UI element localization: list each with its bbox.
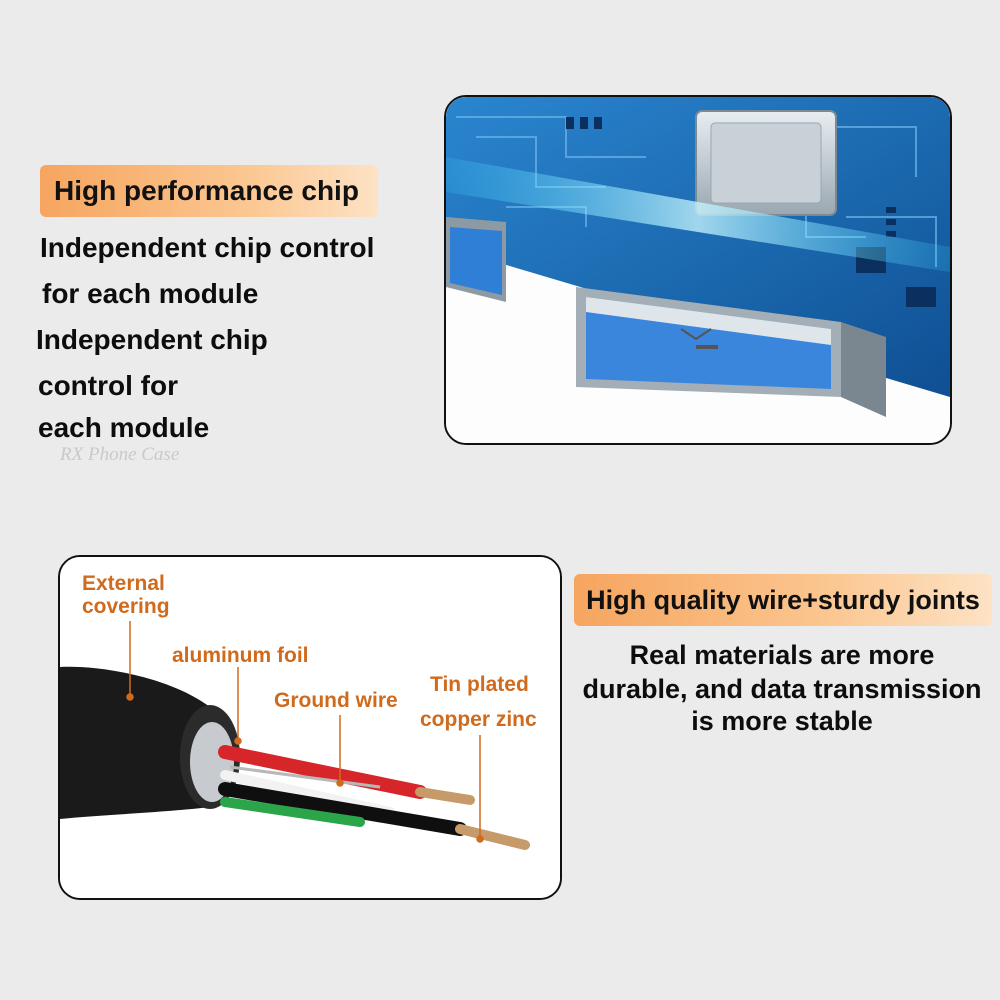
label-tin-plated-1: Tin plated [430, 673, 529, 696]
chip-feature-badge: High performance chip [40, 165, 378, 217]
label-tin-plated-2: copper zinc [420, 708, 537, 731]
cable-image-card: External covering aluminum foil Ground w… [58, 555, 562, 900]
wire-desc-line-3: is more stable [691, 706, 873, 736]
pcb-usb-illustration [446, 97, 950, 443]
wire-desc-line-2: durable, and data transmission [582, 674, 982, 704]
chip-desc-line-3: Independent chip [36, 324, 268, 355]
cable-crosssection-illustration [60, 557, 560, 898]
chip-image-card [444, 95, 952, 445]
chip-feature-title: High performance chip [54, 175, 359, 206]
chip-desc-line-2: for each module [42, 278, 259, 309]
wire-feature-badge: High quality wire+sturdy joints [574, 574, 992, 626]
watermark: RX Phone Case [60, 444, 180, 465]
wire-desc-line-1: Real materials are more [629, 640, 935, 670]
wire-feature-title: High quality wire+sturdy joints [586, 584, 980, 615]
label-ground-wire: Ground wire [274, 689, 398, 712]
chip-desc-line-4: control for [38, 370, 178, 401]
label-external-covering-1: External [82, 572, 165, 595]
label-aluminum-foil: aluminum foil [172, 644, 309, 667]
label-external-covering-2: covering [82, 595, 170, 618]
chip-desc-line-1: Independent chip control [40, 232, 375, 263]
chip-desc-line-5: each module [38, 412, 210, 443]
